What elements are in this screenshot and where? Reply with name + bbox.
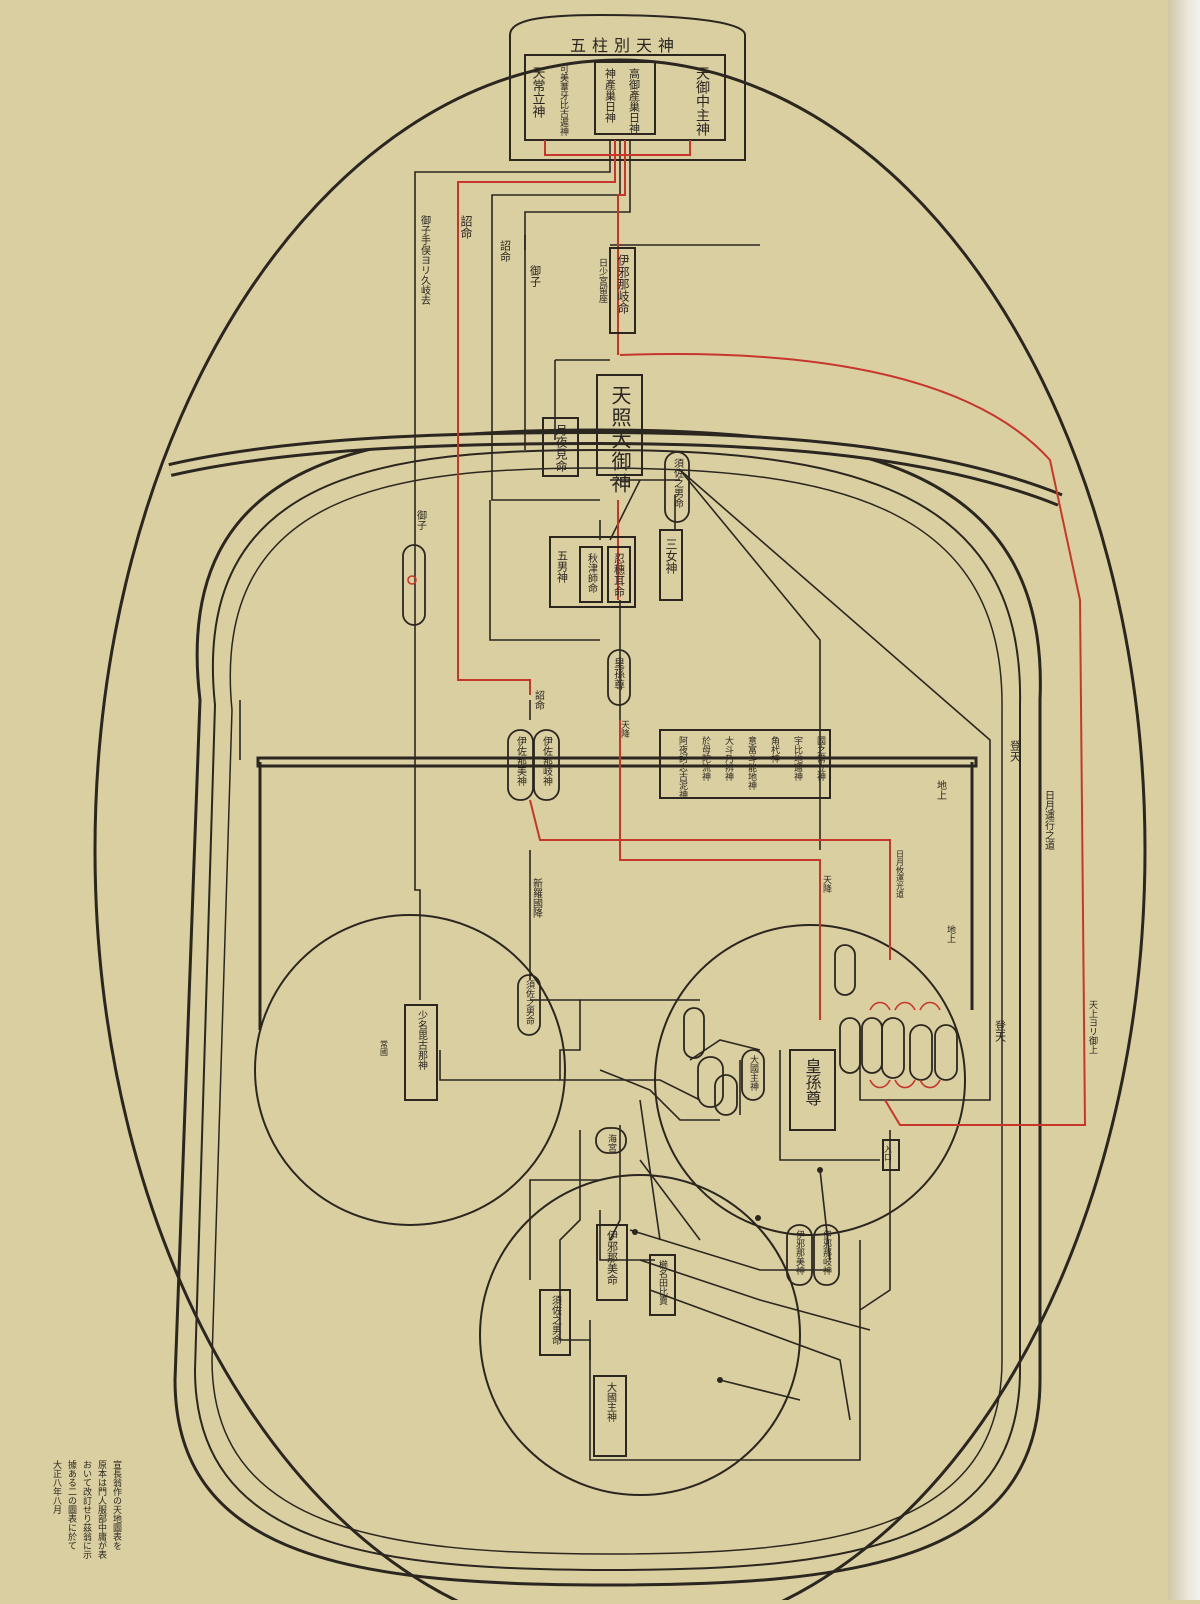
heaven-band-inner [169,433,1062,504]
left-earth-circle [254,914,566,1226]
outer-oval [93,58,1147,1604]
diagram-text-layer: 天御中主神高御產巢日神神產巢日神可美葦牙比古遲神天常立神天照大御神月夜見命伊邪那… [380,64,1098,1423]
deity-izanami: 伊佐那美神 [515,736,527,787]
label-nichigetsu: 日月運行之道 [1043,790,1055,850]
label-mikoto-1: 詔命 [459,214,473,239]
deity-izanagi-top: 伊邪那岐命 [616,254,630,314]
label-nichigetsu-2: 日月攸運光道 [896,850,905,899]
note-hinowakamiya: 日少宮留座 [597,258,608,304]
deity-izanagi-side: 伊邪那岐神 [821,1229,832,1276]
deity-kamimusubi: 神產巢日神 [604,67,617,124]
top-cloud-frame [509,13,746,161]
deity-takamimusubi: 高御產巢日神 [628,67,641,135]
frame-glass-edge [1168,0,1200,1600]
black-connections [239,140,991,1461]
deity-boxes [404,247,900,1457]
colophon-line-4: 大正八年八月 [51,1460,61,1514]
label-miko-hand: 御子手俣ヨリ久岐去 [419,214,431,305]
label-tenko-2: 天降 [821,875,832,894]
deity-okuninushi: 大國主神 [748,1054,759,1092]
deity-capsules [402,451,958,1286]
label-toten-2: 登天 [994,1019,1007,1043]
kami-list-2: 角杙神 [769,735,780,764]
deity-izanami-low: 伊邪那美命 [606,1230,619,1285]
red-connections [457,140,1087,1126]
label-toten: 登天 [1009,739,1022,763]
top-center-box [594,61,656,135]
earth-oval-inner2 [211,467,1003,1555]
deity-okuninushi-low: 大國主神 [605,1381,617,1423]
label-mikoto-2: 詔命 [499,239,512,262]
deity-amenotokotachi: 天常立神 [530,66,546,118]
deity-umashiashikabi: 可美葦牙比古遲神 [558,64,569,137]
deity-susanoo-yomi: 須佐之男命 [550,1295,562,1346]
deity-amenominakanushi: 天御中主神 [694,66,710,136]
label-shiragi: 新羅國降 [531,877,543,919]
label-mikoto-3: 詔命 [533,689,545,711]
label-iriguchi: 入口 [884,1145,893,1161]
deity-ninigi-earth: 皇孫尊 [803,1058,822,1107]
label-chijo: 地上 [935,779,947,800]
colophon-line-2: おいて改訂せり茲翁に示 [81,1460,91,1559]
label-tenko: 天降 [619,720,630,739]
earth-surface-band [256,756,978,768]
label-ten-go: 天上ヨリ御上 [1087,1000,1098,1054]
deity-izanagi: 伊佐那岐神 [541,736,553,787]
deity-amaterasu: 天照大御神 [608,385,632,495]
deity-akitsu: 秋津師命 [586,552,598,594]
deity-three-female: 三女神 [664,538,678,574]
label-chijo-2: 地上 [945,924,956,943]
kami-list-0: 國之常立神 [815,736,826,782]
kami-list-3: 意富斗能地神 [746,735,757,791]
deity-susanoo-heaven: 須佐之男命 [672,458,684,509]
deity-tsukuyomi: 月夜見命 [554,424,568,472]
kami-list-6: 阿夜訶志古泥神 [677,736,688,800]
lower-circle [479,1174,801,1496]
place-umi-no-miya: 海宮 [606,1133,617,1153]
deity-ninigi-middle: 皇孫尊 [613,656,626,691]
label-miko-1: 御子 [529,264,542,287]
deity-five-male: 五男神 [556,550,569,584]
red-loops [407,575,941,1089]
colophon: 宣長翁作の天地圖表を原本は門人服部中庸が表おいて改訂せり茲翁に示據ある二の圖表に… [50,1460,122,1590]
colophon-line-1: 原本は門人服部中庸が表 [96,1460,106,1559]
deity-susanoo-mid: 須佐之男命 [524,980,535,1026]
deity-sukunabikona: 少名毘古那神 [416,1010,428,1071]
colophon-line-3: 據ある二の圖表に於て [66,1460,76,1550]
kami-list-5: 於母陀流神 [700,735,711,782]
label-sakoku: 常國 [380,1040,389,1057]
colophon-line-0: 宣長翁作の天地圖表を [111,1460,121,1550]
kami-list-1: 宇比地邇神 [792,735,803,782]
label-miko-2: 御子 [415,509,427,530]
deity-oshiho: 忍穗耳命 [613,553,626,597]
deity-kushinada: 櫛名田比賣 [657,1259,668,1306]
kami-list-4: 大斗乃辨神 [723,735,734,782]
deity-izanami-side: 伊邪那美神 [794,1229,805,1276]
earth-oval-inner [193,448,1022,1572]
node-dots [632,1167,823,1383]
top-box-title: 五柱別天神 [570,36,681,55]
